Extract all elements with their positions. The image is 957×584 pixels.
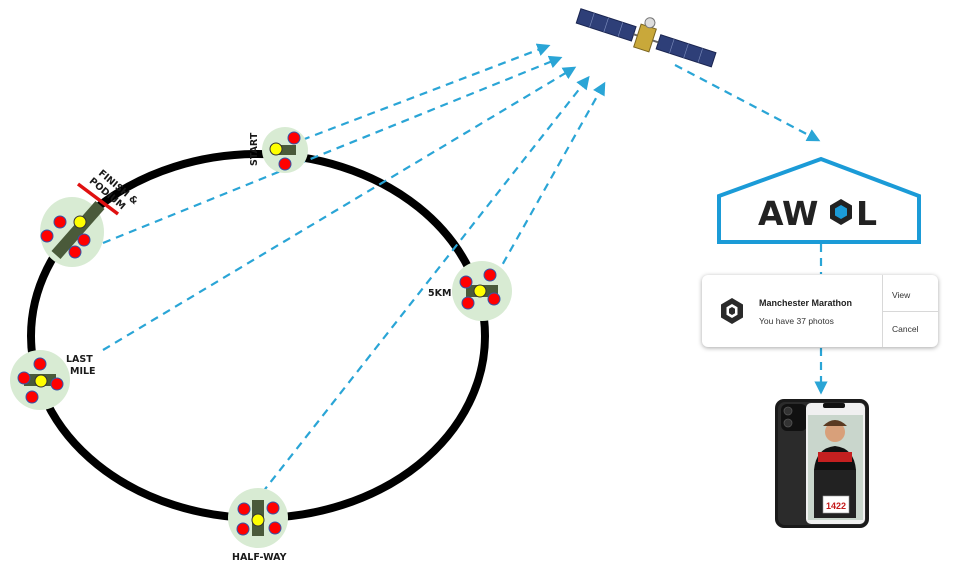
downlink-satellite-to-awol [674, 64, 821, 142]
checkpoint-start: START [249, 127, 308, 173]
uplink-arrows [102, 43, 606, 494]
label-line: LAST [66, 354, 93, 365]
uplink-5km [495, 81, 606, 277]
label-line: MILE [70, 366, 96, 377]
camera-marker [50, 377, 64, 391]
downlink-arrows [674, 64, 828, 395]
camera-marker [487, 292, 501, 306]
checkpoint-label-start: START [249, 132, 260, 166]
divider [882, 311, 938, 312]
uplink-finish [102, 55, 563, 245]
runner-marker [269, 142, 283, 156]
checkpoint-label-last-mile: LAST MILE [66, 354, 96, 377]
camera-marker [266, 501, 280, 515]
checkpoint-5km: 5KM [428, 261, 512, 321]
aperture-icon [721, 298, 743, 324]
smartphone: 1422 [775, 399, 869, 528]
checkpoint-half-way: HALF-WAY [228, 488, 288, 563]
camera-marker [287, 131, 301, 145]
satellite-icon [575, 8, 717, 68]
camera-marker [40, 229, 54, 243]
awol-house: AW L [717, 156, 921, 244]
photo-notification: Manchester Marathon You have 37 photos V… [702, 275, 938, 347]
notification-title: Manchester Marathon [759, 298, 853, 308]
bib-number: 1422 [826, 501, 846, 511]
view-button[interactable]: View [892, 290, 911, 300]
uplink-half-way [261, 75, 590, 494]
finish-line [76, 182, 120, 216]
checkpoint-label-5km: 5KM [428, 288, 451, 299]
camera-marker [461, 296, 475, 310]
camera-marker [236, 522, 250, 536]
uplink-start [301, 43, 551, 142]
camera-marker [483, 268, 497, 282]
camera-marker [53, 215, 67, 229]
checkpoint-last-mile: LAST MILE [10, 350, 96, 410]
runner-marker [251, 513, 265, 527]
notification-subtitle: You have 37 photos [759, 316, 834, 326]
runner-marker [34, 374, 48, 388]
camera-marker [25, 390, 39, 404]
checkpoint-label-half-way: HALF-WAY [232, 552, 287, 563]
camera-marker [268, 521, 282, 535]
checkpoint-finish: FINISH & PODIUM [40, 168, 140, 267]
runner-marker [473, 284, 487, 298]
uplink-last-mile [102, 66, 577, 351]
camera-marker [77, 233, 91, 247]
cancel-button[interactable]: Cancel [892, 324, 919, 334]
race-bib [822, 495, 850, 514]
camera-marker [68, 245, 82, 259]
timing-mat [51, 201, 105, 259]
camera-marker [278, 157, 292, 171]
camera-marker [237, 502, 251, 516]
runner-marker [73, 215, 87, 229]
camera-marker [17, 371, 31, 385]
camera-marker [459, 275, 473, 289]
aperture-icon [830, 199, 852, 225]
awol-logo-text-left: AW [758, 194, 818, 233]
awol-logo-text-right: L [856, 194, 877, 233]
camera-marker [33, 357, 47, 371]
